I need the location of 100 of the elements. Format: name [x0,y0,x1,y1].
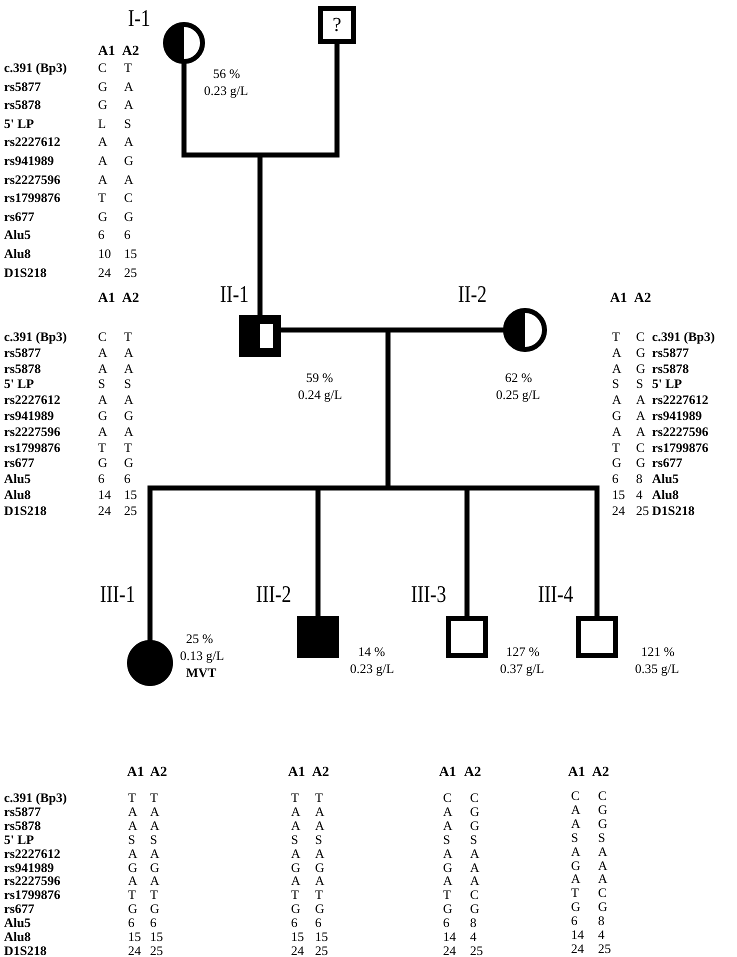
allele-value: G [124,208,134,224]
allele-value: 15 [124,487,137,502]
allele-header: A1 [98,44,116,59]
marker-name: Alu8 [4,487,31,502]
marker-name: c.391 (Bp3) [652,329,715,344]
allele-value: A [598,858,608,872]
male-symbol: ? [318,6,356,44]
allele-value: A [443,846,452,861]
allele-value: 6 [124,471,130,486]
allele-value: C [598,885,607,900]
allele-value: G [636,344,646,360]
allele-value: A [315,846,324,861]
allele-value: A [128,873,138,888]
allele-value: C [571,788,580,803]
allele-value: S [598,830,606,845]
allele-value: A [98,392,108,408]
allele-value: S [443,832,450,847]
allele-value: G [124,455,134,470]
allele-value: G [443,860,452,874]
allele-value: A [124,424,134,439]
marker-name: rs677 [652,455,682,470]
allele-value: 15 [315,929,328,944]
allele-value: 6 [612,471,618,486]
allele-value: 15 [291,929,304,944]
allele-value: G [98,97,108,112]
allele-value: 4 [598,927,604,942]
allele-value: C [443,790,452,805]
allele-value: A [612,360,622,376]
allele-value: T [98,440,106,455]
measurement-value: 127 % [506,644,540,659]
allele-value: G [128,901,138,916]
measurement-value: 56 % [213,66,240,81]
allele-value: S [124,376,132,392]
allele-value: A [98,424,108,439]
allele-value: G [636,455,646,470]
allele-value: A [443,873,452,888]
marker-name: rs2227596 [652,424,708,439]
allele-value: C [636,329,645,344]
allele-value: A [291,804,300,819]
allele-value: G [612,408,622,423]
allele-header: A2 [464,765,482,780]
marker-name: D1S218 [4,264,47,280]
allele-value: 14 [571,927,584,942]
allele-value: G [128,860,138,874]
marker-name: 5' LP [652,376,682,392]
allele-value: A [571,844,580,859]
allele-value: 15 [128,929,141,944]
allele-value: 25 [636,502,649,518]
allele-header: A1 [568,765,586,780]
marker-name: rs2227612 [4,846,60,861]
allele-value: A [98,344,108,360]
allele-value: A [315,818,324,833]
allele-value: G [98,455,108,470]
allele-value: A [598,844,608,859]
marker-name: 5' LP [4,376,34,392]
marker-name: rs5878 [4,360,41,376]
allele-value: G [150,860,160,874]
allele-value: 6 [98,471,104,486]
allele-value: A [150,873,160,888]
marker-name: Alu8 [652,487,679,502]
measurement-value: 59 % [306,370,334,385]
male-symbol [297,616,339,658]
measurement-value: 0.23 g/L [204,83,248,98]
marker-name: rs677 [4,901,34,916]
measurement-value: 0.35 g/L [635,661,680,676]
measurement-value: 0.37 g/L [500,661,544,676]
allele-value: G [291,901,300,916]
marker-name: D1S218 [4,502,47,518]
allele-header: A2 [312,765,330,780]
allele-value: G [571,899,580,914]
marker-name: rs1799876 [4,440,60,455]
marker-name: c.391 (Bp3) [4,790,67,805]
allele-value: A [98,134,108,150]
allele-value: A [470,860,480,874]
allele-value: 6 [150,915,156,930]
marker-name: D1S218 [4,942,47,957]
allele-value: 6 [124,227,130,242]
allele-value: 24 [128,942,141,957]
individual-id: II-2 [458,282,487,308]
allele-value: T [571,885,579,900]
allele-value: A [571,816,580,831]
allele-value: 15 [612,487,625,502]
allele-value: A [128,818,138,833]
allele-value: S [291,832,298,847]
allele-value: T [98,190,106,206]
individual-id: III-4 [538,582,574,608]
allele-value: A [128,846,138,861]
allele-value: 24 [98,264,111,280]
allele-value: A [124,97,134,112]
allele-value: 8 [636,471,642,486]
allele-value: S [98,376,106,392]
allele-value: A [636,408,646,423]
marker-name: Alu8 [4,246,31,261]
marker-name: rs5877 [4,804,41,819]
allele-value: A [150,846,160,861]
allele-value: S [150,832,158,847]
allele-value: G [291,860,300,874]
allele-value: 25 [124,264,137,280]
marker-name: Alu5 [652,471,679,486]
allele-value: G [636,360,646,376]
